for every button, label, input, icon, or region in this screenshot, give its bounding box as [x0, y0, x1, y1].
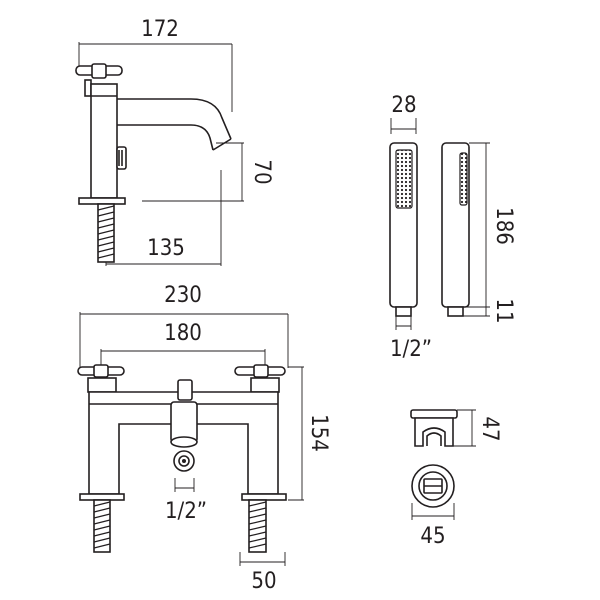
handset-nut-side [447, 306, 464, 317]
dim-handset-length-label: 186 [491, 207, 516, 245]
dim-basin-reach-label: 135 [147, 236, 185, 261]
handset-side-face [459, 152, 468, 206]
dim-bridge-tail: 50 [239, 552, 286, 594]
basin-spout-bottom [117, 124, 214, 151]
handset-spray-face [395, 149, 413, 209]
bridge-pillar-left-top [87, 377, 117, 393]
dim-handset-connection: 1/2” [390, 316, 432, 362]
dim-bracket-diameter: 45 [411, 503, 455, 549]
bracket-top-plate [410, 409, 458, 419]
dim-bracket-height-label: 47 [477, 416, 502, 441]
handset-nut-front [395, 306, 412, 317]
dim-basin-height-label: 70 [249, 159, 274, 184]
dim-handset-length: 186 11 [463, 142, 516, 324]
basin-mixer-side-view: 172 70 135 [75, 17, 274, 266]
bath-shower-mixer-front-view: 230 180 1/2” [77, 283, 331, 594]
dim-bracket-diameter-label: 45 [420, 524, 445, 549]
dim-handset-diameter-label: 28 [391, 93, 416, 118]
dim-bridge-height-label: 154 [306, 414, 331, 452]
dim-bridge-width: 230 [79, 283, 289, 368]
bracket-holder [414, 417, 454, 447]
wall-bracket: 47 45 [410, 409, 502, 549]
dim-bridge-connection-label: 1/2” [165, 499, 207, 524]
dim-handset-hose-nut-label: 11 [491, 298, 516, 323]
dim-bridge-connection: 1/2” [165, 478, 207, 524]
dim-bridge-centres-label: 180 [164, 321, 202, 346]
basin-spout-top [117, 98, 232, 140]
basin-base-plate [78, 197, 126, 205]
dim-basin-reach: 135 [105, 170, 222, 266]
dim-bridge-centres: 180 [100, 321, 266, 366]
dim-basin-width: 172 [78, 17, 233, 112]
dim-bridge-tail-label: 50 [251, 569, 276, 594]
bridge-base-left [79, 493, 125, 501]
dim-bridge-height: 154 [288, 366, 331, 501]
bridge-pillar-right-top [250, 377, 280, 393]
shower-handset: 28 1/2” 186 11 [389, 93, 516, 362]
dim-handset-connection-label: 1/2” [390, 337, 432, 362]
dim-bridge-width-label: 230 [164, 283, 202, 308]
dim-basin-width-label: 172 [141, 17, 179, 42]
dim-basin-height: 70 [142, 142, 274, 202]
bridge-spout [170, 401, 198, 443]
bridge-base-right [241, 493, 287, 501]
basin-collar [84, 79, 92, 97]
dim-handset-diameter: 28 [390, 93, 417, 134]
basin-body [90, 83, 118, 199]
dim-bracket-height: 47 [453, 409, 502, 447]
basin-handle-hub [91, 63, 107, 79]
bridge-diverter-knob [177, 379, 193, 401]
